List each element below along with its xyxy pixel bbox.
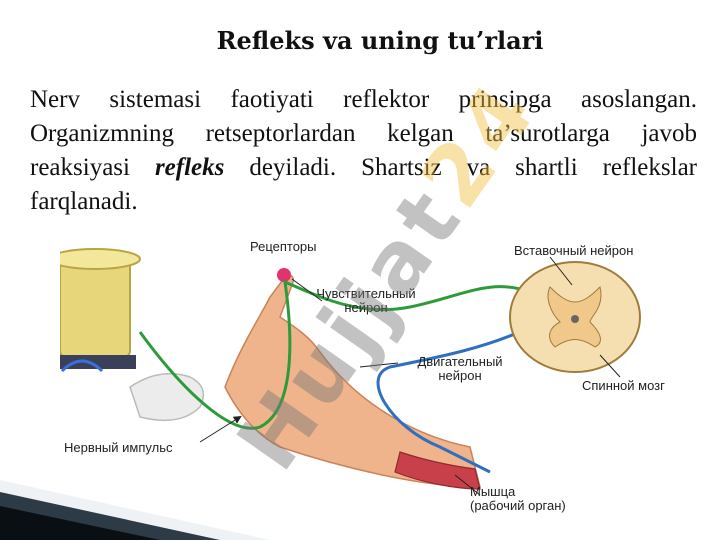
leader-muscle bbox=[454, 474, 481, 496]
label-muscle-line1: Мышца bbox=[470, 484, 516, 499]
label-receptors: Рецепторы bbox=[250, 239, 317, 254]
label-muscle-line2: (рабочий орган) bbox=[470, 498, 566, 513]
label-motor-neuron: Двигательный нейрон bbox=[400, 355, 520, 383]
slide-paragraph: Nerv sistemasi faotiyati reflektor prins… bbox=[30, 83, 697, 219]
label-motor-line1: Двигательный bbox=[417, 354, 503, 369]
label-sensory-line1: Чувствительный bbox=[316, 286, 416, 301]
paragraph-text-end: deyiladi. Shartsiz va shartli reflekslar… bbox=[30, 154, 697, 215]
motor-neuron-path bbox=[376, 325, 531, 474]
label-nerve-impulse: Нервный импульс bbox=[64, 440, 173, 455]
leader-spinal bbox=[599, 354, 621, 378]
leader-interneuron bbox=[549, 256, 573, 286]
label-sensory-line2: нейрон bbox=[344, 300, 388, 315]
paragraph-emphasis: refleks bbox=[154, 154, 225, 181]
sensory-neuron-path bbox=[138, 279, 531, 430]
muscle-shape bbox=[394, 451, 481, 490]
paragraph-text-start: Nerv sistemasi faotiyati reflektor prins… bbox=[30, 86, 697, 181]
slide-title: Refleks va uning tu’rlari bbox=[216, 26, 544, 55]
leader-sensory bbox=[291, 278, 323, 302]
hot-pot-image bbox=[60, 248, 141, 373]
label-interneuron: Вставочный нейрон bbox=[514, 243, 634, 258]
label-motor-line2: нейрон bbox=[438, 368, 482, 383]
withdrawn-hand-outline bbox=[129, 372, 205, 422]
label-muscle: Мышца (рабочий орган) bbox=[470, 485, 566, 513]
reflex-arc-drawing bbox=[60, 248, 641, 496]
label-sensory-neuron: Чувствительный нейрон bbox=[306, 287, 426, 315]
leader-motor bbox=[359, 362, 399, 368]
label-spinal-cord: Спинной мозг bbox=[582, 378, 665, 393]
reflex-arc-illustration: Рецепторы Чувствительный нейрон Вставочн… bbox=[60, 237, 720, 525]
spinal-cord-section bbox=[509, 261, 641, 373]
receptor-dot bbox=[277, 268, 291, 282]
leader-impulse bbox=[199, 415, 242, 443]
